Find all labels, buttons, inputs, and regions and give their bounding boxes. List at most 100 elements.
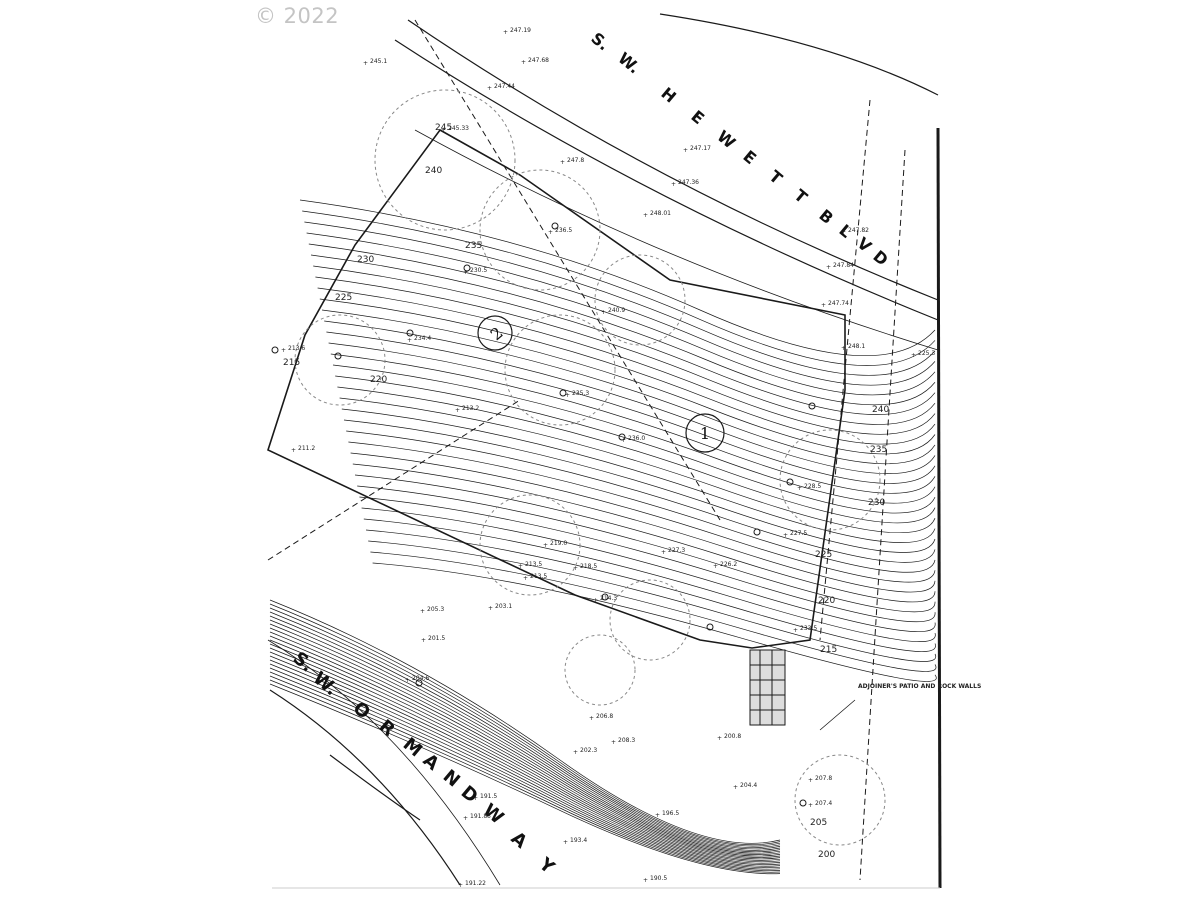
spot-marker: + [841, 229, 846, 236]
spot-marker: + [573, 565, 578, 572]
spot-marker: + [543, 542, 548, 549]
spot-elevation: 205.3 [427, 606, 444, 613]
street-letter: M [399, 734, 426, 762]
spot-marker: + [281, 347, 286, 354]
spot-elevation: 245.1 [370, 58, 387, 65]
spot-elevation: 248.01 [650, 210, 671, 217]
spot-marker: + [573, 749, 578, 756]
street-letter: E [739, 147, 760, 169]
spot-elevation: 247.8 [567, 157, 584, 164]
spot-elevation: 208.3 [618, 737, 635, 744]
contour-label: 205 [810, 818, 827, 828]
spot-marker: + [621, 437, 626, 444]
slope-contour-line [269, 667, 781, 869]
street-letter: S. [587, 29, 613, 55]
contour-line [365, 529, 936, 652]
spot-marker: + [548, 229, 553, 236]
contour-line [324, 320, 936, 465]
spot-elevation: 207.8 [815, 775, 832, 782]
contour-line [328, 342, 936, 484]
spot-elevation: 218.5 [580, 563, 597, 570]
lot-number-2: 2 [487, 323, 507, 344]
spot-elevation: 211.2 [298, 445, 315, 452]
spot-marker: + [808, 777, 813, 784]
slope-contour-line [269, 683, 781, 875]
spot-elevation: 191.85 [470, 813, 491, 820]
contour-line [317, 287, 936, 435]
street-letter: R [375, 716, 399, 741]
slope-contour-line [269, 659, 781, 866]
slope-contour-line [269, 623, 781, 853]
spot-marker: + [643, 877, 648, 884]
spot-marker: + [363, 60, 368, 67]
slope-contour-line [269, 619, 781, 851]
spot-marker: + [560, 159, 565, 166]
street-letter: A [419, 750, 443, 775]
contour-line [335, 375, 936, 514]
spot-elevation: 225.3 [918, 350, 935, 357]
contour-labels: 2452402352302252202152402352302252202152… [283, 123, 889, 860]
copyright-watermark: © 2022 [255, 4, 340, 28]
spot-elevation: 196.5 [662, 810, 679, 817]
spot-elevation: 227.3 [668, 547, 685, 554]
spot-elevation: 247.44 [494, 83, 515, 90]
spot-elevation: 193.4 [570, 837, 587, 844]
contour-line [354, 474, 936, 603]
contour-label: 235 [870, 445, 887, 455]
contour-line [321, 309, 936, 455]
spot-elevation: 213.2 [462, 405, 479, 412]
sheet-edge-right [936, 127, 942, 889]
slope-contour-line [269, 611, 781, 848]
spot-elevation: 234.4 [414, 335, 431, 342]
spot-marker: + [643, 212, 648, 219]
spot-marker: + [808, 802, 813, 809]
spot-marker: + [463, 815, 468, 822]
spot-elevation: 247.19 [510, 27, 531, 34]
contour-line [299, 199, 936, 357]
spot-marker: + [563, 839, 568, 846]
spot-marker: + [455, 407, 460, 414]
contour-label: 245 [435, 123, 452, 133]
slope-contour-line [269, 643, 781, 860]
spot-elevation: 227.5 [790, 530, 807, 537]
contour-label: 215 [283, 358, 300, 368]
contour-line [332, 364, 936, 504]
contour-label: 235 [465, 241, 482, 251]
contour-line [361, 507, 936, 633]
street-letter: W [713, 127, 739, 153]
street-letter: T [790, 186, 811, 208]
spot-marker: + [441, 127, 446, 134]
contour-line [372, 562, 937, 682]
spot-elevation: 201.5 [428, 635, 445, 642]
spot-elevation: 247.17 [690, 145, 711, 152]
contour-label: 220 [818, 596, 835, 606]
spot-elevation: 219.0 [550, 540, 567, 547]
tree-canopies [294, 89, 886, 846]
street-letter: B [815, 206, 837, 228]
contour-lines [299, 199, 937, 682]
spot-elevation: 235.3 [572, 390, 589, 397]
spot-marker: + [661, 549, 666, 556]
contour-line [304, 221, 936, 376]
slope-contour-line [269, 635, 781, 857]
contour-label: 220 [370, 375, 387, 385]
contour-line [315, 276, 936, 425]
slope-contour-line [269, 603, 781, 846]
spot-marker: + [611, 739, 616, 746]
contour-label: 230 [868, 498, 885, 508]
slope-contour-line [269, 631, 781, 855]
spot-marker: + [589, 715, 594, 722]
slope-contour-line [269, 671, 781, 870]
spot-marker: + [841, 345, 846, 352]
contour-line [359, 496, 936, 623]
street-letter: N [439, 766, 464, 792]
spot-elevation: 204.4 [740, 782, 757, 789]
contour-line [302, 210, 936, 366]
spot-marker: + [793, 627, 798, 634]
spot-marker: + [523, 575, 528, 582]
spot-elevation: 203.1 [495, 603, 512, 610]
contour-label: 225 [815, 550, 832, 560]
contour-line [352, 463, 936, 593]
spot-marker: + [487, 85, 492, 92]
